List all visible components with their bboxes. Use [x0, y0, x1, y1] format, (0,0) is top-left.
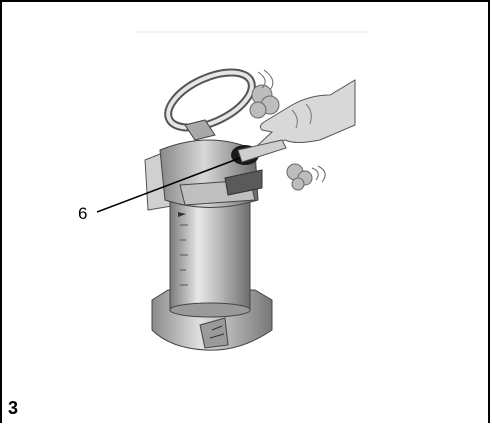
leader-line: [96, 157, 241, 213]
steam-puff-icon: [249, 84, 313, 191]
hand-illustration: [257, 79, 356, 150]
scale-marks: [180, 224, 188, 286]
callout-label: 6: [78, 204, 88, 223]
figure-number: 3: [8, 398, 19, 418]
